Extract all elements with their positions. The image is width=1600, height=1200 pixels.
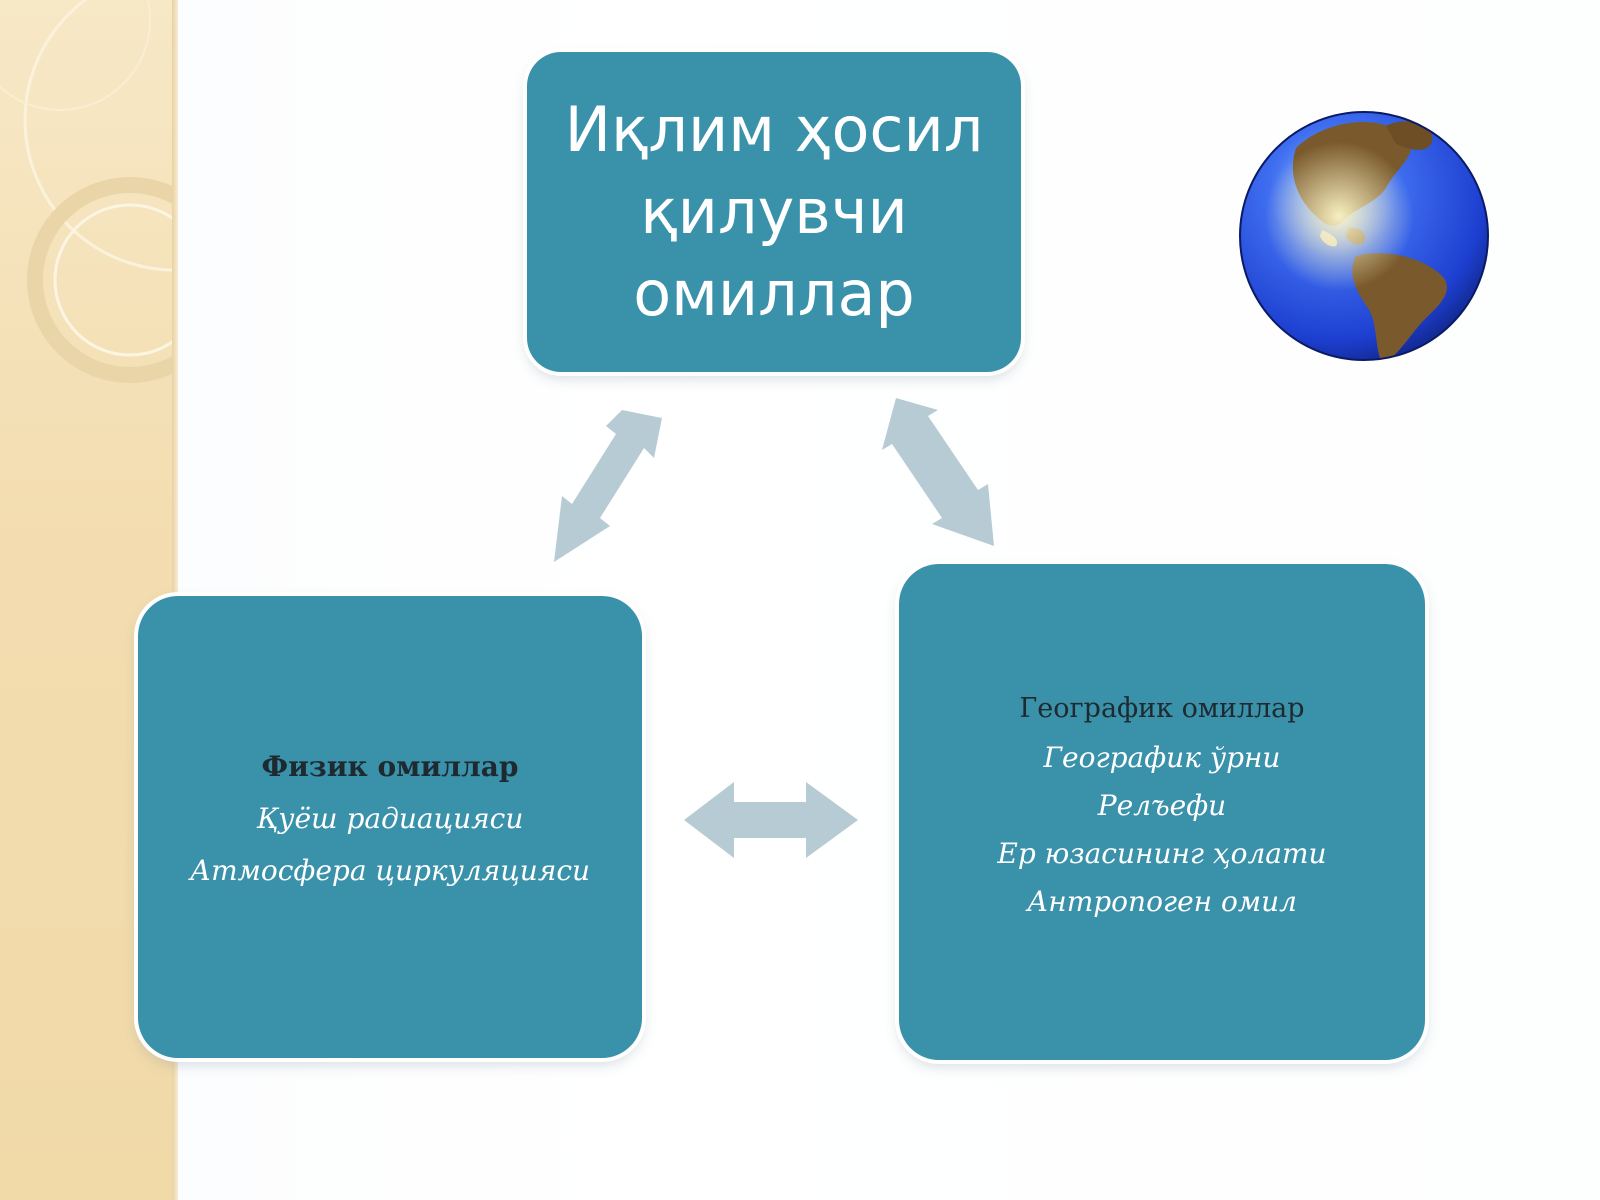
arrow-top-to-right	[882, 398, 994, 546]
decorative-side-band	[0, 0, 178, 1200]
earth-globe-icon	[1239, 111, 1489, 361]
geographic-factors-heading: Географик омиллар	[1019, 692, 1305, 724]
diagram-title: Иқлим ҳосил қилувчи омиллар	[564, 93, 984, 330]
geographic-factor-item: Географик ўрни	[1043, 740, 1281, 774]
physical-factor-item: Атмосфера циркуляцияси	[189, 853, 591, 887]
climate-factors-title-box: Иқлим ҳосил қилувчи омиллар	[527, 52, 1021, 372]
arrow-left-to-right	[684, 782, 858, 858]
geographic-factor-item: Релъефи	[1097, 788, 1227, 822]
arrow-left-to-top	[554, 410, 662, 562]
geographic-factor-item: Антропоген омил	[1027, 884, 1297, 918]
physical-factors-box: Физик омиллар Қуёш радиацияси Атмосфера …	[138, 596, 642, 1058]
physical-factors-heading: Физик омиллар	[261, 749, 519, 783]
physical-factor-item: Қуёш радиацияси	[256, 801, 524, 835]
geographic-factor-item: Ер юзасининг ҳолати	[997, 836, 1327, 870]
geographic-factors-box: Географик омиллар Географик ўрни Релъефи…	[899, 564, 1425, 1060]
